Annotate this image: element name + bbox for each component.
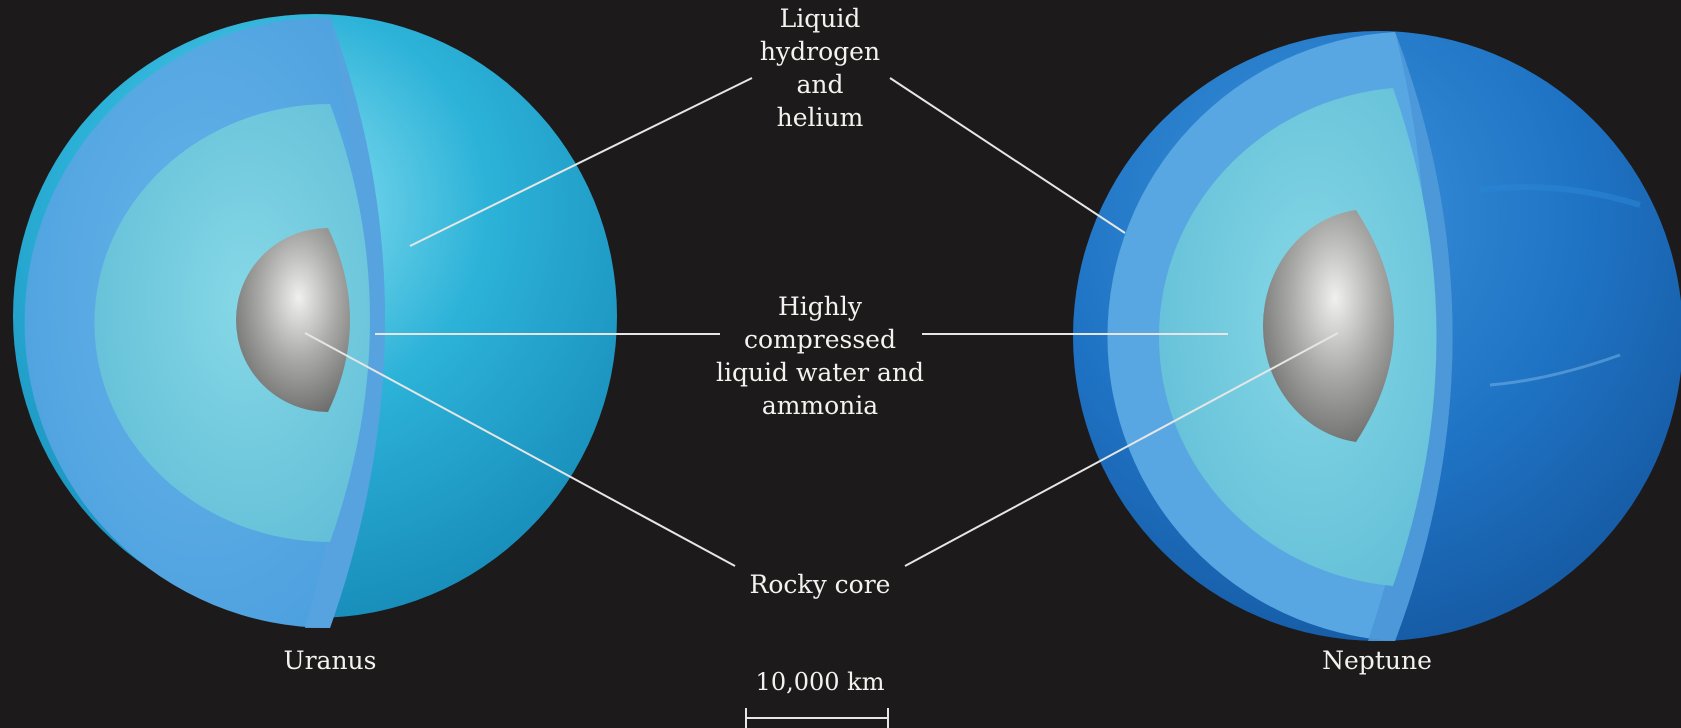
leader-core-neptune [904,332,1339,567]
leader-lines [304,77,1339,567]
neptune-hydrogen-rim [1368,32,1453,641]
neptune-cutaway [1073,31,1681,641]
scale-bar [745,708,889,728]
uranus-hydrogen-rim [305,17,385,628]
leader-core-uranus [304,332,736,567]
leader-hydrogen-uranus [409,77,753,247]
label-compressed-water-ammonia: Highly compressed liquid water and ammon… [715,292,925,420]
label-neptune: Neptune [1322,646,1432,675]
uranus-core [236,228,350,412]
neptune-band [1479,184,1641,208]
uranus-water-layer [94,104,371,542]
label-liquid-hydrogen-helium: Liquid hydrogen and helium [759,4,881,132]
leader-hydrogen-neptune [889,77,1126,234]
label-scale: 10,000 km [755,668,885,696]
label-uranus: Uranus [283,646,377,675]
neptune-core [1262,210,1394,442]
label-rocky-core: Rocky core [749,570,891,599]
neptune-streak [1489,353,1621,387]
uranus-cutaway [13,14,617,628]
